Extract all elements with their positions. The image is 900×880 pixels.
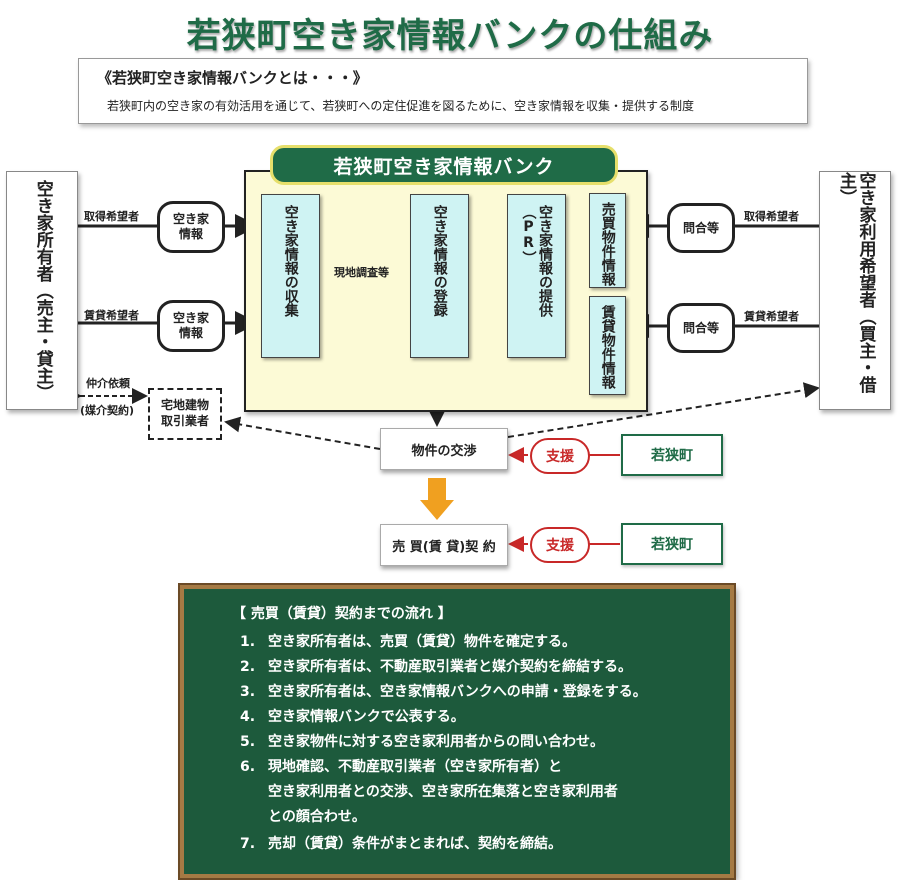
contract-box: 売 買(賃 貸)契 約 [380,524,508,566]
flow-item-6-cont-1: 空き家利用者との交渉、空き家所在集落と空き家利用者 [268,784,618,800]
flow-item-number: 5. [240,734,256,750]
step-provide: 空き家情報の提供（PR） [507,194,566,358]
rent-info-label: 賃貸物件情報 [599,305,616,389]
flow-item-text: 空き家所有者は、売買（賃貸）物件を確定する。 [268,634,576,650]
info-pill-2-text: 空き家情報 [173,311,210,340]
flow-item-text: 空き家所有者は、不動産取引業者と媒介契約を締結する。 [268,659,632,675]
info-pill-2: 空き家情報 [157,300,225,352]
definition-body: 若狭町内の空き家の有効活用を通じて、若狭町への定住促進を図るために、空き家情報を… [107,99,695,113]
label-rent-left: 賃貸希望者 [84,309,139,322]
flow-item-5: 5. 空き家物件に対する空き家利用者からの問い合わせ。 [240,731,604,751]
inquiry-pill-2: 問合等 [667,303,735,353]
broker-label: 宅地建物取引業者 [160,398,209,428]
flow-item-2: 2. 空き家所有者は、不動産取引業者と媒介契約を締結する。 [240,656,632,676]
label-brokerage-contract: (媒介契約) [80,404,135,417]
flow-item-number: 1. [240,634,256,650]
flow-heading: 【 売買（賃貸）契約までの流れ 】 [232,606,452,622]
sale-info-label: 売買物件情報 [599,202,616,286]
flow-item-text: 空き家物件に対する空き家利用者からの問い合わせ。 [268,734,604,750]
user-label: 空き家利用希望者（買主・借主） [836,172,876,393]
sale-info: 売買物件情報 [589,193,626,288]
info-pill-1: 空き家情報 [157,201,225,253]
flow-item-3: 3. 空き家所有者は、空き家情報バンクへの申請・登録をする。 [240,681,647,701]
broker-box: 宅地建物取引業者 [148,388,222,440]
definition-heading: 《若狭町空き家情報バンクとは・・・》 [97,69,368,87]
label-survey: 現地調査等 [334,266,389,279]
flow-item-number: 2. [240,659,256,675]
flow-item-1: 1. 空き家所有者は、売買（賃貸）物件を確定する。 [240,631,576,651]
flow-item-number: 6. [240,759,256,775]
flow-board: 【 売買（賃貸）契約までの流れ 】 1. 空き家所有者は、売買（賃貸）物件を確定す… [180,585,734,878]
step-register: 空き家情報の登録 [410,194,469,358]
flow-item-text: 空き家所有者は、空き家情報バンクへの申請・登録をする。 [268,684,647,700]
owner-label: 空き家所有者（売主・貸主） [32,180,53,401]
flow-item-text: 売却（賃貸）条件がまとまれば、契約を締結。 [268,836,562,852]
step-collect-label: 空き家情報の収集 [282,205,299,317]
label-acquire-right: 取得希望者 [744,210,799,223]
info-pill-1-text: 空き家情報 [173,212,210,241]
step-provide-label: 空き家情報の提供（PR） [520,205,554,317]
inquiry-pill-1: 問合等 [667,203,735,253]
flow-item-number: 3. [240,684,256,700]
flow-item-6: 6. 現地確認、不動産取引業者（空き家所有者）と [240,756,562,776]
flow-item-number: 7. [240,836,256,852]
negotiation-box: 物件の交渉 [380,428,508,470]
flow-item-4: 4. 空き家情報バンクで公表する。 [240,706,465,726]
town-box-2: 若狭町 [621,523,723,565]
label-rent-right: 賃貸希望者 [744,310,799,323]
label-acquire-left: 取得希望者 [84,210,139,223]
definition-box: 《若狭町空き家情報バンクとは・・・》 若狭町内の空き家の有効活用を通じて、若狭町… [78,58,808,124]
flow-item-7: 7. 売却（賃貸）条件がまとまれば、契約を締結。 [240,833,562,853]
support-badge-2: 支援 [530,527,590,563]
label-brokerage: 仲介依頼 [86,377,130,390]
support-badge-1: 支援 [530,438,590,474]
flow-item-text: 空き家情報バンクで公表する。 [268,709,465,725]
flow-item-6-cont-2: との顔合わせ。 [268,809,366,825]
user-box: 空き家利用希望者（買主・借主） [819,171,891,410]
flow-item-number: 4. [240,709,256,725]
bank-title: 若狭町空き家情報バンク [270,145,618,185]
step-register-label: 空き家情報の登録 [431,205,448,317]
owner-box: 空き家所有者（売主・貸主） [6,171,78,410]
page-title: 若狭町空き家情報バンクの仕組み [186,16,714,56]
town-box-1: 若狭町 [621,434,723,476]
step-collect: 空き家情報の収集 [261,194,320,358]
flow-item-text: 現地確認、不動産取引業者（空き家所有者）と [268,759,562,775]
rent-info: 賃貸物件情報 [589,296,626,395]
